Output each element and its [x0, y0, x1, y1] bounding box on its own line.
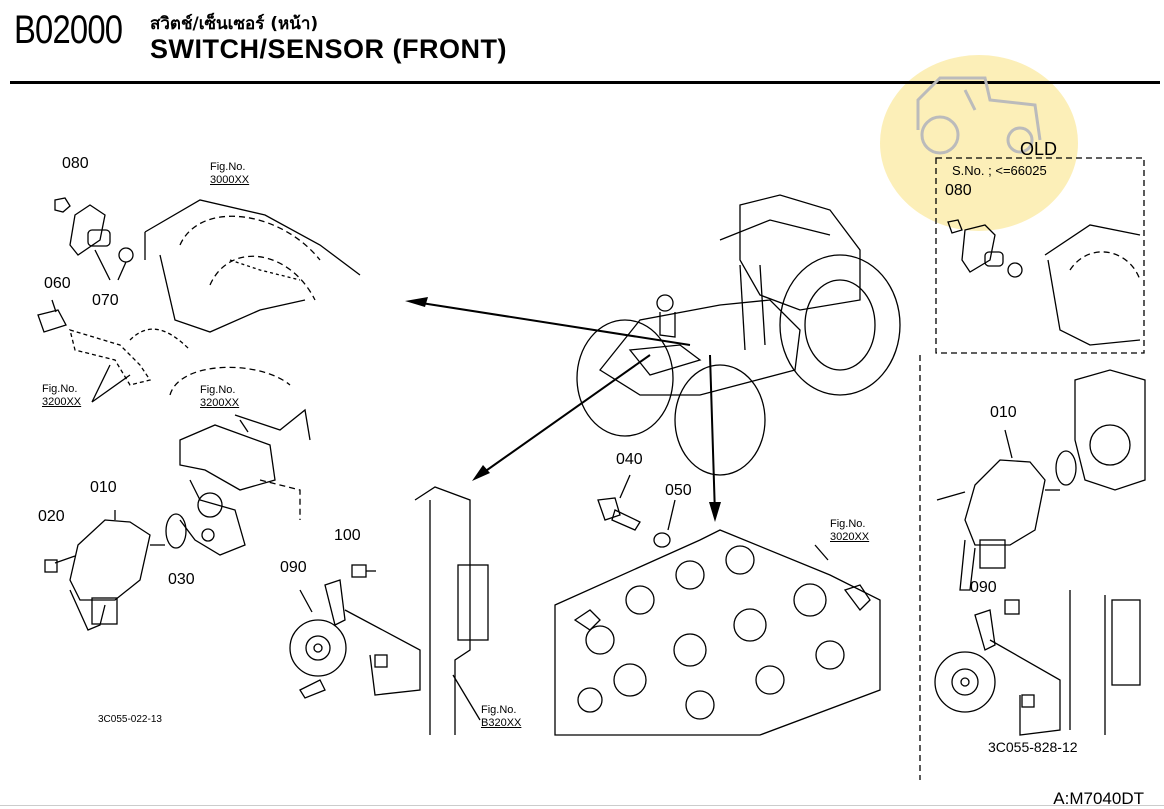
callout-040: 040	[616, 451, 643, 468]
callout-090: 090	[280, 559, 307, 576]
old-part-010-solenoid	[936, 369, 1146, 591]
old-box	[935, 157, 1145, 354]
callout-080: 080	[62, 155, 89, 172]
tractor-icon	[916, 76, 1042, 155]
part-090-horn	[289, 579, 347, 699]
drawing-code-left: 3C055-022-13	[98, 714, 162, 725]
part-080-bolt	[54, 197, 71, 213]
callout-old-080: 080	[945, 182, 972, 199]
header-rule	[10, 81, 1160, 84]
callout-010: 010	[90, 479, 117, 496]
tractor-body	[576, 194, 901, 476]
fig-ref-b320: Fig.No.B320XX	[481, 704, 522, 729]
part-060-sensor	[37, 299, 67, 333]
callout-old-010: 010	[990, 404, 1017, 421]
fig-ref-3200-b: Fig.No.3200XX	[200, 384, 240, 409]
callout-050: 050	[665, 482, 692, 499]
part-070-sensor	[69, 204, 134, 281]
old-label: OLD	[1020, 139, 1058, 159]
callout-old-090: 090	[970, 579, 997, 596]
arrow-heads	[405, 297, 721, 522]
part-100-bolt	[351, 564, 376, 578]
callout-060: 060	[44, 275, 71, 292]
callout-030: 030	[168, 571, 195, 588]
old-part-080	[947, 219, 1023, 278]
hose-fitting	[69, 328, 191, 386]
part-050-washer	[653, 532, 671, 548]
old-engine-outline	[1044, 224, 1141, 346]
callout-100: 100	[334, 527, 361, 544]
fig-ref-3000: Fig.No.3000XX	[210, 161, 250, 186]
old-part-090-horn	[934, 590, 1141, 736]
engine-block-outline	[144, 199, 361, 333]
fig-ref-3200-a: Fig.No.3200XX	[42, 383, 82, 408]
serial-range: S.No. ; <=66025	[952, 163, 1047, 178]
title-thai: สวิตช์/เซ็นเซอร์ (หน้า)	[150, 14, 319, 34]
injection-pump-outline	[169, 366, 311, 556]
pointer-arrows	[414, 301, 716, 516]
model-code: A:M7040DT	[1053, 789, 1144, 808]
mount-bracket	[344, 486, 489, 735]
bottom-rule	[0, 805, 1164, 806]
part-010-solenoid	[54, 510, 187, 631]
part-040-sensor	[597, 474, 641, 531]
callout-070: 070	[92, 292, 119, 309]
cylinder-head	[554, 529, 881, 736]
section-code: B02000	[14, 8, 123, 52]
drawing-code-right: 3C055-828-12	[988, 739, 1078, 755]
callout-020: 020	[38, 508, 65, 525]
watermark-circle	[880, 55, 1078, 231]
fig-ref-3020: Fig.No.3020XX	[830, 518, 870, 543]
page-title: SWITCH/SENSOR (FRONT)	[150, 34, 507, 64]
part-020-bolt	[44, 559, 58, 573]
